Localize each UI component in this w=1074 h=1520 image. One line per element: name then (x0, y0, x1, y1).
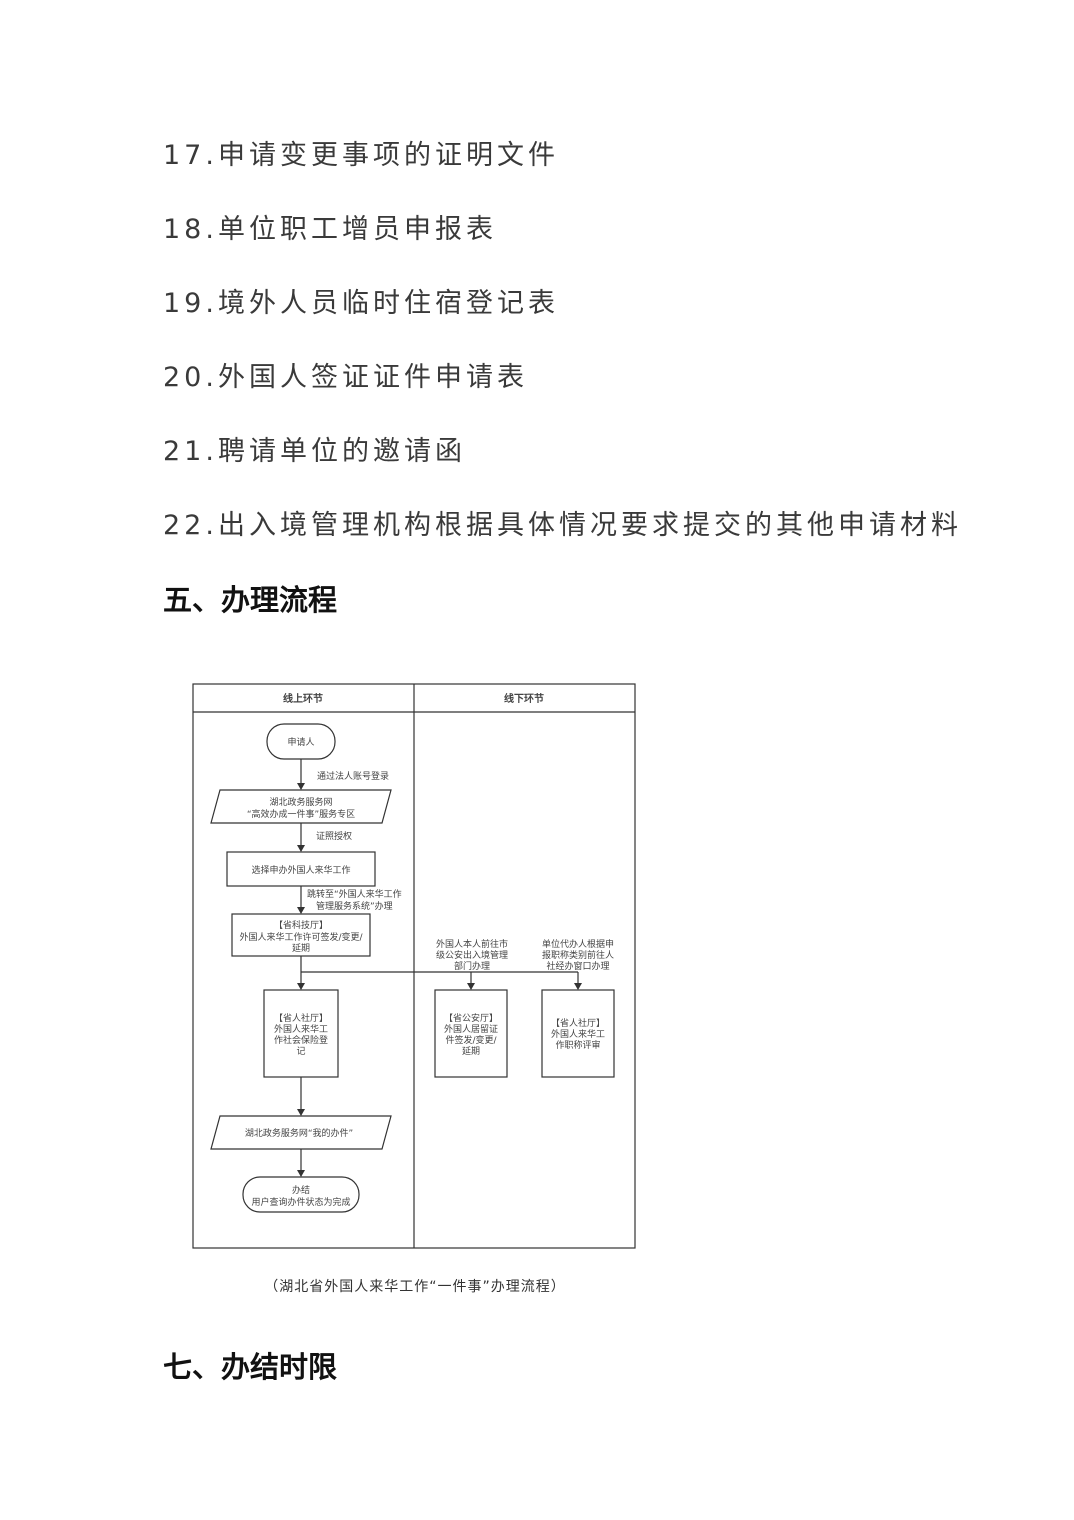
edge-title-label: 报职称类别前往人 (542, 949, 614, 961)
edge-police-label: 外国人本人前往市 (436, 938, 508, 950)
hr-title-label: 作职称评审 (555, 1039, 600, 1051)
section-heading-time-limit: 七、办结时限 (163, 1350, 338, 1384)
flowchart-caption: （湖北省外国人来华工作“一件事”办理流程） (264, 1279, 566, 1295)
edge-auth-label: 证照授权 (316, 830, 352, 842)
police-label: 外国人居留证 (444, 1023, 498, 1035)
hr-title-node (541, 989, 615, 1078)
edge-title-label: 单位代办人根据申 (542, 938, 614, 950)
hr-social-label: 【省人社厅】 (274, 1012, 328, 1024)
my-items-node (210, 1115, 392, 1150)
select-label: 选择申办外国人来华工作 (251, 864, 350, 876)
police-node (434, 989, 508, 1078)
end-label: 用户查询办件状态为完成 (251, 1196, 350, 1208)
hr-social-label: 作社会保险登 (274, 1034, 328, 1046)
police-label: 件签发/变更/ (445, 1034, 497, 1046)
hr-social-label: 记 (296, 1046, 305, 1057)
edge-login-label: 通过法人账号登录 (317, 770, 389, 782)
start-label: 申请人 (287, 736, 314, 748)
hr-title-label: 【省人社厅】 (551, 1017, 605, 1029)
edge-redirect-label: 管理服务系统”办理 (316, 900, 393, 912)
portal-label: 湖北政务服务网 (269, 796, 332, 808)
edge-police-label: 级公安出入境管理 (436, 949, 508, 961)
end-node (242, 1176, 360, 1213)
edge-redirect-label: 跳转至“外国人来华工作 (307, 888, 402, 900)
lane-online-label: 线上环节 (283, 692, 323, 705)
my-items-label: 湖北政务服务网“我的办件” (245, 1127, 353, 1139)
sci-dept-label: 【省科技厅】 (274, 919, 328, 931)
edge-police-label: 部门办理 (454, 960, 490, 972)
list-item-18: 18.单位职工增员申报表 (163, 214, 497, 245)
edge-title-label: 社经办窗口办理 (546, 960, 609, 972)
list-item-22: 22.出入境管理机构根据具体情况要求提交的其他申请材料 (163, 510, 962, 541)
hr-title-label: 外国人来华工 (551, 1028, 605, 1040)
hr-social-label: 外国人来华工 (274, 1023, 328, 1035)
list-item-21: 21.聘请单位的邀请函 (163, 436, 466, 467)
lane-offline-label: 线下环节 (504, 692, 544, 705)
list-item-20: 20.外国人签证证件申请表 (163, 362, 528, 393)
police-label: 延期 (462, 1045, 480, 1057)
portal-label: “高效办成一件事”服务专区 (247, 808, 355, 820)
police-label: 【省公安厅】 (444, 1012, 498, 1024)
list-item-17: 17.申请变更事项的证明文件 (163, 140, 559, 171)
list-item-19: 19.境外人员临时住宿登记表 (163, 288, 559, 319)
section-heading-process: 五、办理流程 (163, 583, 338, 617)
end-label: 办结 (292, 1184, 310, 1196)
portal-node (210, 789, 392, 824)
sci-dept-label: 延期 (292, 942, 310, 954)
sci-dept-label: 外国人来华工作许可签发/变更/ (239, 931, 363, 943)
